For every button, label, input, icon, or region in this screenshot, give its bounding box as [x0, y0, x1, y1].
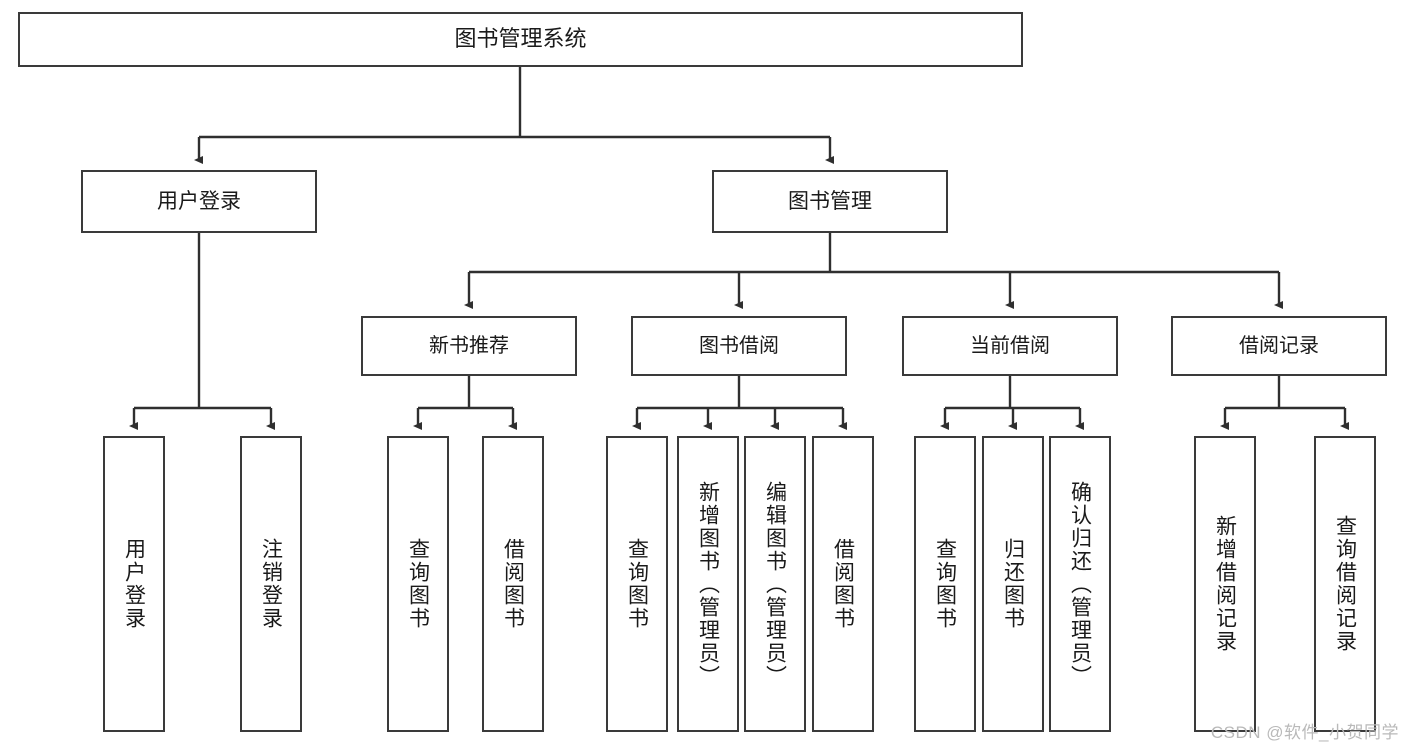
node-label: 新增借阅记录 [1213, 515, 1237, 653]
node-label: 图书管理 [788, 189, 872, 213]
node-label: 查询借阅记录 [1333, 515, 1357, 653]
node-label: 查询图书 [406, 538, 430, 630]
node-label: 查询图书 [933, 538, 957, 630]
leaf-current-return-book[interactable]: 归还图书 [982, 436, 1044, 732]
leaf-records-query-record[interactable]: 查询借阅记录 [1314, 436, 1376, 732]
node-label: 用户登录 [157, 189, 241, 213]
leaf-records-add-record[interactable]: 新增借阅记录 [1194, 436, 1256, 732]
node-label: 新书推荐 [429, 334, 509, 357]
node-root-library-system[interactable]: 图书管理系统 [18, 12, 1023, 67]
leaf-user-login[interactable]: 用户登录 [103, 436, 165, 732]
node-label: 借阅图书 [501, 538, 525, 630]
node-borrow-records[interactable]: 借阅记录 [1171, 316, 1387, 376]
leaf-borrow-edit-book-admin[interactable]: 编辑图书（管理员） [744, 436, 806, 732]
node-label: 借阅记录 [1239, 334, 1319, 357]
leaf-user-logout[interactable]: 注销登录 [240, 436, 302, 732]
node-book-borrow[interactable]: 图书借阅 [631, 316, 847, 376]
node-label: 查询图书 [625, 538, 649, 630]
node-label: 借阅图书 [831, 538, 855, 630]
node-book-management[interactable]: 图书管理 [712, 170, 948, 233]
leaf-borrow-borrow-book[interactable]: 借阅图书 [812, 436, 874, 732]
leaf-borrow-query-book[interactable]: 查询图书 [606, 436, 668, 732]
leaf-current-query-book[interactable]: 查询图书 [914, 436, 976, 732]
leaf-current-confirm-return-admin[interactable]: 确认归还（管理员） [1049, 436, 1111, 732]
node-label: 用户登录 [122, 538, 146, 630]
node-label: 当前借阅 [970, 334, 1050, 357]
node-label: 归还图书 [1001, 538, 1025, 630]
node-label: 新增图书（管理员） [696, 480, 720, 688]
node-current-borrow[interactable]: 当前借阅 [902, 316, 1118, 376]
node-label: 注销登录 [259, 538, 283, 630]
node-new-book-recommend[interactable]: 新书推荐 [361, 316, 577, 376]
node-label: 图书借阅 [699, 334, 779, 357]
node-label: 确认归还（管理员） [1068, 480, 1092, 688]
node-label: 图书管理系统 [454, 26, 587, 52]
node-user-login[interactable]: 用户登录 [81, 170, 317, 233]
leaf-recommend-borrow-book[interactable]: 借阅图书 [482, 436, 544, 732]
leaf-recommend-query-book[interactable]: 查询图书 [387, 436, 449, 732]
leaf-borrow-add-book-admin[interactable]: 新增图书（管理员） [677, 436, 739, 732]
node-label: 编辑图书（管理员） [763, 480, 787, 688]
